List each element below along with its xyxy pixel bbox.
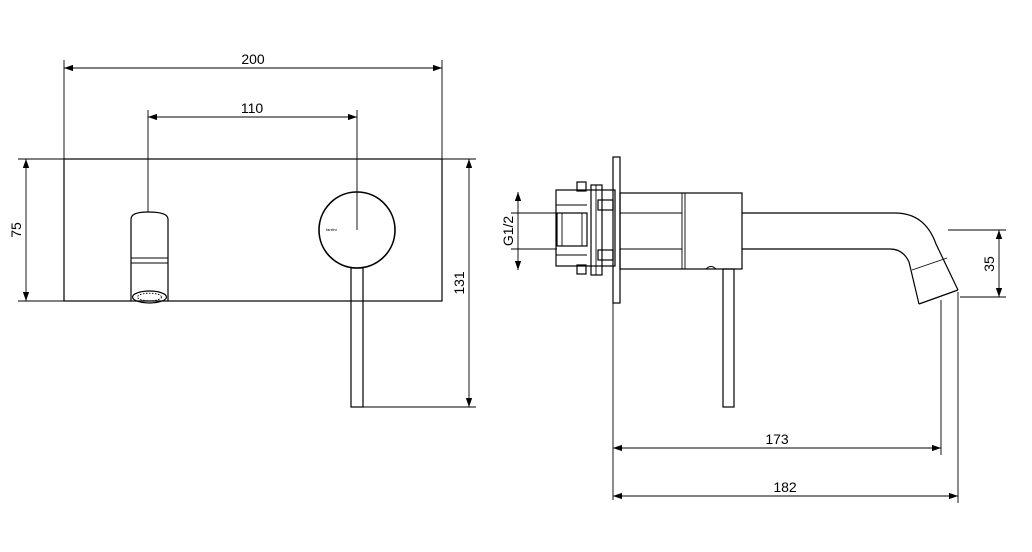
side-view: G1/2 35 173 182 [500,156,1006,503]
spout-front [130,211,169,304]
lever-handle [350,267,364,408]
dimension-projection-inner: 173 [612,300,942,500]
wall-plate-side [612,156,621,304]
dimension-total-height: 131 [363,158,476,408]
dim-label-75: 75 [8,222,24,238]
dimension-plate-height: 75 [8,158,64,302]
logo-text: fantini [326,227,337,232]
dimension-thread: G1/2 [500,192,557,270]
dimension-axis-distance: 110 [147,100,358,230]
aerator [131,290,168,304]
dim-label-182: 182 [773,479,797,495]
dim-label-200: 200 [241,51,265,67]
dimension-spout-drop: 35 [948,229,1006,298]
mounting-body [555,181,616,276]
dim-label-35: 35 [981,256,997,272]
dim-label-131: 131 [451,271,467,295]
dim-label-173: 173 [765,431,789,447]
front-view: fantini 200 110 75 13 [8,51,476,408]
dimension-projection-total: 182 [613,292,959,503]
wall-plate [63,158,443,302]
spout-side [742,212,959,305]
lever-side [722,268,735,408]
dim-label-110: 110 [241,100,264,116]
dimension-plate-width: 200 [63,51,443,159]
dim-label-g12: G1/2 [500,216,516,247]
valve-body [619,192,743,270]
